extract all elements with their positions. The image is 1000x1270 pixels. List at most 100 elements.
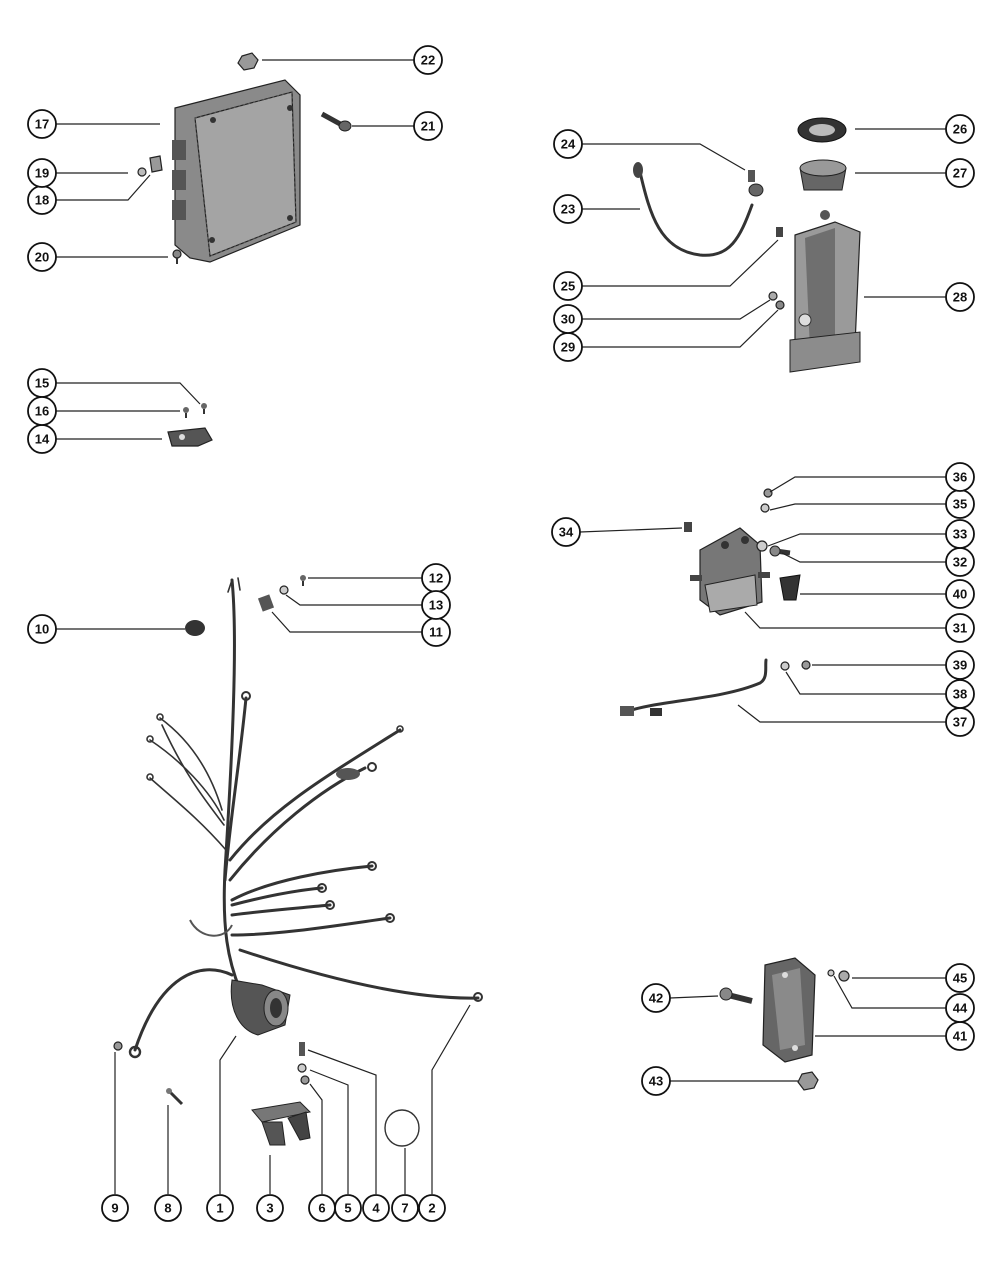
svg-text:37: 37 xyxy=(953,715,967,730)
washer-part xyxy=(760,503,770,513)
callout-20: 20 xyxy=(27,242,57,272)
svg-text:20: 20 xyxy=(35,250,49,265)
svg-text:15: 15 xyxy=(35,376,49,391)
grommet-part xyxy=(185,620,205,636)
svg-text:22: 22 xyxy=(421,53,435,68)
svg-text:5: 5 xyxy=(344,1201,351,1216)
svg-text:3: 3 xyxy=(266,1201,273,1216)
wiring-harness-part xyxy=(128,577,483,1059)
callout-9: 9 xyxy=(101,1194,129,1222)
callout-35: 35 xyxy=(945,489,975,519)
callout-10: 10 xyxy=(27,614,57,644)
end-cap-part xyxy=(799,159,847,191)
callout-3: 3 xyxy=(256,1194,284,1222)
callout-11: 11 xyxy=(421,617,451,647)
callout-1: 1 xyxy=(206,1194,234,1222)
callout-30: 30 xyxy=(553,304,583,334)
washer-part xyxy=(827,969,835,977)
nut-part xyxy=(237,52,259,71)
screw-part xyxy=(719,987,753,1004)
washer-part xyxy=(768,291,778,301)
nut-part xyxy=(775,300,785,310)
svg-text:16: 16 xyxy=(35,404,49,419)
terminal-boot-part xyxy=(779,574,801,601)
callout-40: 40 xyxy=(945,579,975,609)
callout-12: 12 xyxy=(421,563,451,593)
svg-text:26: 26 xyxy=(953,122,967,137)
callout-37: 37 xyxy=(945,707,975,737)
svg-text:30: 30 xyxy=(561,312,575,327)
callout-23: 23 xyxy=(553,194,583,224)
callout-2: 2 xyxy=(418,1194,446,1222)
solenoid-part xyxy=(690,527,770,616)
svg-text:44: 44 xyxy=(953,1001,968,1016)
callout-21: 21 xyxy=(413,111,443,141)
callout-8: 8 xyxy=(154,1194,182,1222)
callout-41: 41 xyxy=(945,1021,975,1051)
callout-14: 14 xyxy=(27,424,57,454)
svg-text:45: 45 xyxy=(953,971,967,986)
callout-29: 29 xyxy=(553,332,583,362)
callout-13: 13 xyxy=(421,590,451,620)
callout-6: 6 xyxy=(308,1194,336,1222)
callout-34: 34 xyxy=(551,517,581,547)
nut-part xyxy=(797,1071,819,1091)
svg-text:35: 35 xyxy=(953,497,967,512)
washer-part xyxy=(297,1063,307,1073)
nut-part xyxy=(300,1075,310,1085)
leader-lines xyxy=(56,59,957,1194)
svg-text:36: 36 xyxy=(953,470,967,485)
nut-part xyxy=(838,970,850,982)
callout-27: 27 xyxy=(945,158,975,188)
svg-text:31: 31 xyxy=(953,621,967,636)
callout-17: 17 xyxy=(27,109,57,139)
callout-44: 44 xyxy=(945,993,975,1023)
callout-42: 42 xyxy=(641,983,671,1013)
svg-text:32: 32 xyxy=(953,555,967,570)
svg-text:33: 33 xyxy=(953,527,967,542)
screw-part xyxy=(748,170,755,182)
screw-part xyxy=(320,111,352,132)
svg-text:41: 41 xyxy=(953,1029,967,1044)
svg-text:13: 13 xyxy=(429,598,443,613)
screw-part xyxy=(166,1088,184,1106)
washer-part xyxy=(756,540,768,552)
washer-part xyxy=(137,167,147,177)
callout-bubbles: 1 2 3 4 5 6 7 8 9 10 11 12 13 14 15 16 1… xyxy=(27,45,975,1222)
callout-26: 26 xyxy=(945,114,975,144)
washer-part xyxy=(279,585,289,595)
switch-box-part xyxy=(172,79,301,263)
screw-part xyxy=(684,522,692,532)
callout-4: 4 xyxy=(362,1194,390,1222)
callout-43: 43 xyxy=(641,1066,671,1096)
bracket-part xyxy=(167,403,213,447)
rectifier-part xyxy=(762,957,816,1063)
screw-part xyxy=(299,1042,305,1056)
mounting-bracket-part xyxy=(251,1101,312,1146)
svg-text:39: 39 xyxy=(953,658,967,673)
starter-motor-part xyxy=(789,210,861,373)
callout-32: 32 xyxy=(945,547,975,577)
svg-text:6: 6 xyxy=(318,1201,325,1216)
svg-text:9: 9 xyxy=(111,1201,118,1216)
svg-text:34: 34 xyxy=(559,525,574,540)
svg-text:21: 21 xyxy=(421,119,435,134)
callout-15: 15 xyxy=(27,368,57,398)
svg-text:19: 19 xyxy=(35,166,49,181)
svg-text:4: 4 xyxy=(372,1201,380,1216)
svg-text:12: 12 xyxy=(429,571,443,586)
screw-part xyxy=(300,575,306,586)
svg-text:7: 7 xyxy=(401,1201,408,1216)
svg-text:42: 42 xyxy=(649,991,663,1006)
svg-text:38: 38 xyxy=(953,687,967,702)
callout-7: 7 xyxy=(391,1194,419,1222)
callout-18: 18 xyxy=(27,185,57,215)
battery-cable-part xyxy=(633,162,764,257)
svg-text:1: 1 xyxy=(216,1201,223,1216)
callout-5: 5 xyxy=(334,1194,362,1222)
callout-45: 45 xyxy=(945,963,975,993)
callout-25: 25 xyxy=(553,271,583,301)
callout-39: 39 xyxy=(945,650,975,680)
nut-part xyxy=(801,660,811,670)
svg-text:24: 24 xyxy=(561,137,576,152)
